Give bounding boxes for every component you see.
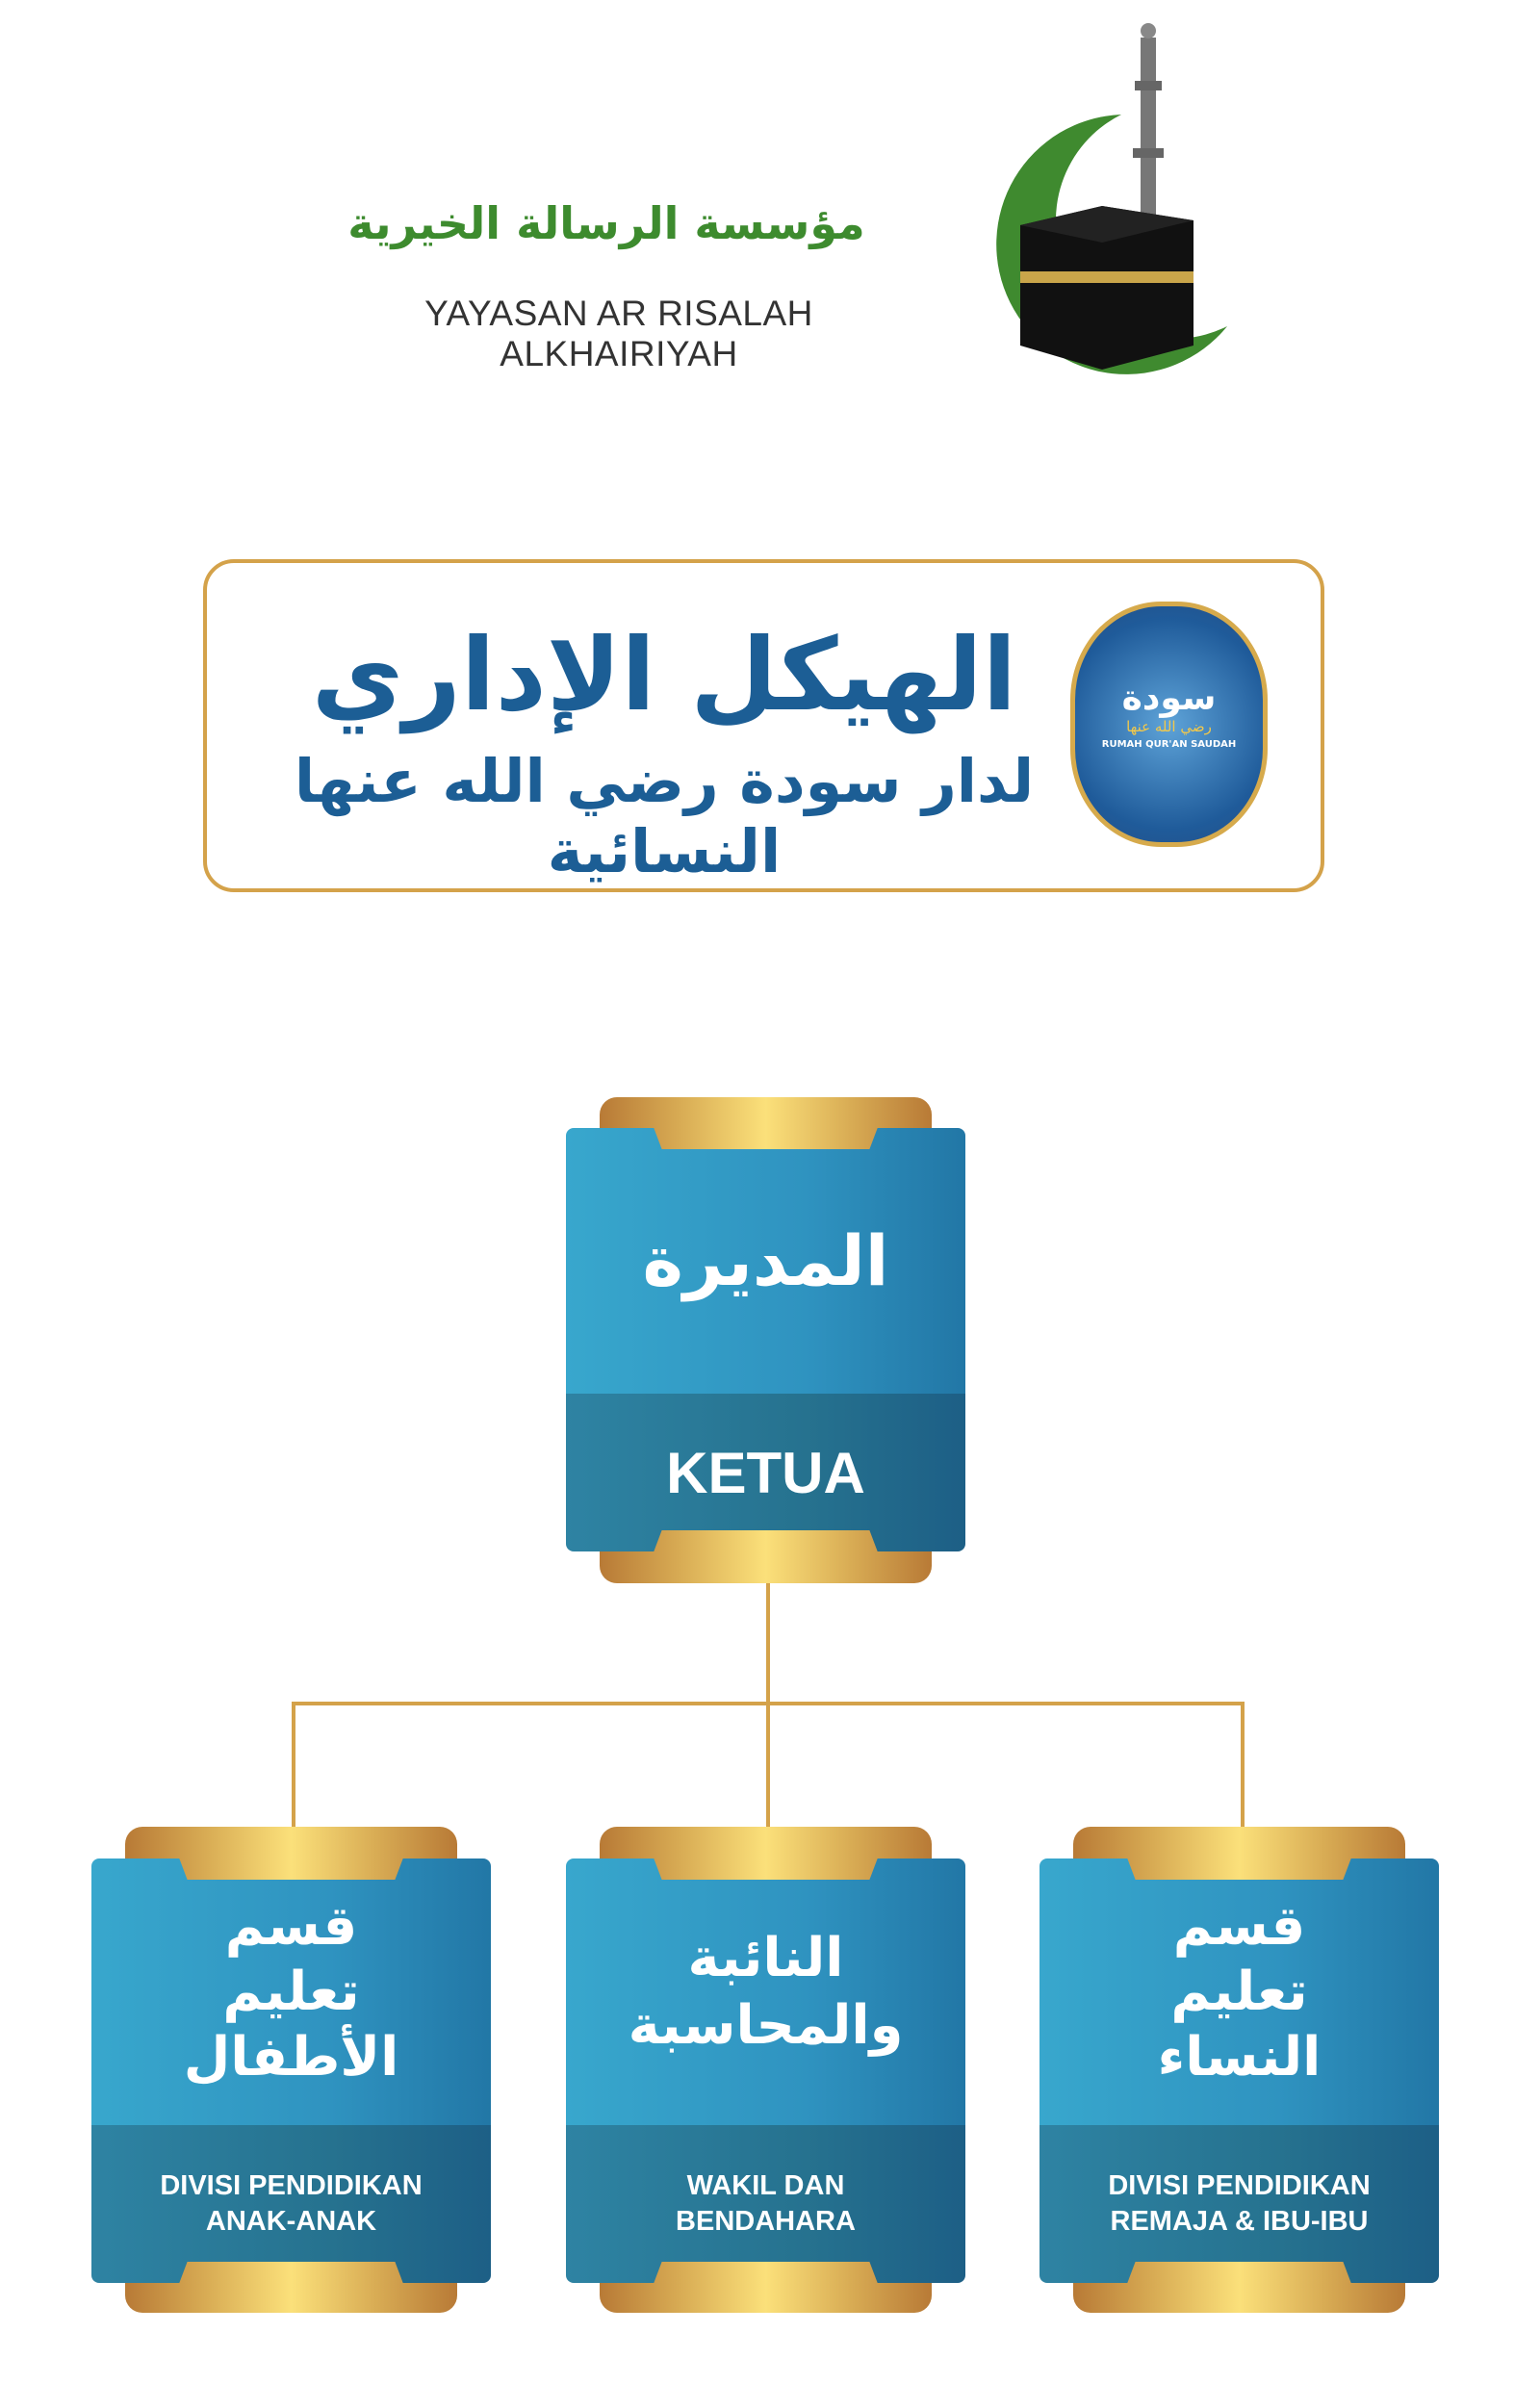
node-title-arabic: قسم تعليم الأطفال <box>91 1858 491 2125</box>
node-title-arabic: قسم تعليم النساء <box>1040 1858 1439 2125</box>
org-node-deputy-treasurer: النائبة والمحاسبة WAKIL DAN BENDAHARA <box>566 1827 965 2313</box>
badge-name-english: RUMAH QUR'AN SAUDAH <box>1101 739 1237 750</box>
rumah-quran-saudah-badge: سودة رضي الله عنها RUMAH QUR'AN SAUDAH <box>1070 602 1268 847</box>
node-title-indonesian: KETUA <box>566 1394 965 1551</box>
node-title-arabic: النائبة والمحاسبة <box>566 1858 965 2125</box>
connector-line <box>1241 1702 1245 1827</box>
node-title-indonesian: WAKIL DAN BENDAHARA <box>566 2125 965 2283</box>
organization-name-english: YAYASAN AR RISALAH ALKHAIRIYAH <box>424 294 813 373</box>
node-title-indonesian: DIVISI PENDIDIKAN ANAK-ANAK <box>91 2125 491 2283</box>
title-frame <box>203 559 1324 892</box>
connector-line <box>292 1702 295 1827</box>
org-node-children-division: قسم تعليم الأطفال DIVISI PENDIDIKAN ANAK… <box>91 1827 491 2313</box>
org-node-ketua: المديرة KETUA <box>566 1097 965 1583</box>
page-title: الهيكل الإداري <box>311 616 1017 733</box>
kaaba-crescent-logo <box>996 23 1227 374</box>
organization-name-arabic: مؤسسة الرسالة الخيرية <box>347 197 865 249</box>
org-node-women-division: قسم تعليم النساء DIVISI PENDIDIKAN REMAJ… <box>1040 1827 1439 2313</box>
badge-subtitle-arabic: رضي الله عنها <box>1126 718 1212 735</box>
node-title-arabic: المديرة <box>566 1128 965 1394</box>
badge-name-arabic: سودة <box>1121 679 1217 718</box>
page-subtitle: لدار سودة رضي الله عنها النسائية <box>294 746 1035 886</box>
connector-line <box>292 1702 1245 1705</box>
node-title-indonesian: DIVISI PENDIDIKAN REMAJA & IBU-IBU <box>1040 2125 1439 2283</box>
